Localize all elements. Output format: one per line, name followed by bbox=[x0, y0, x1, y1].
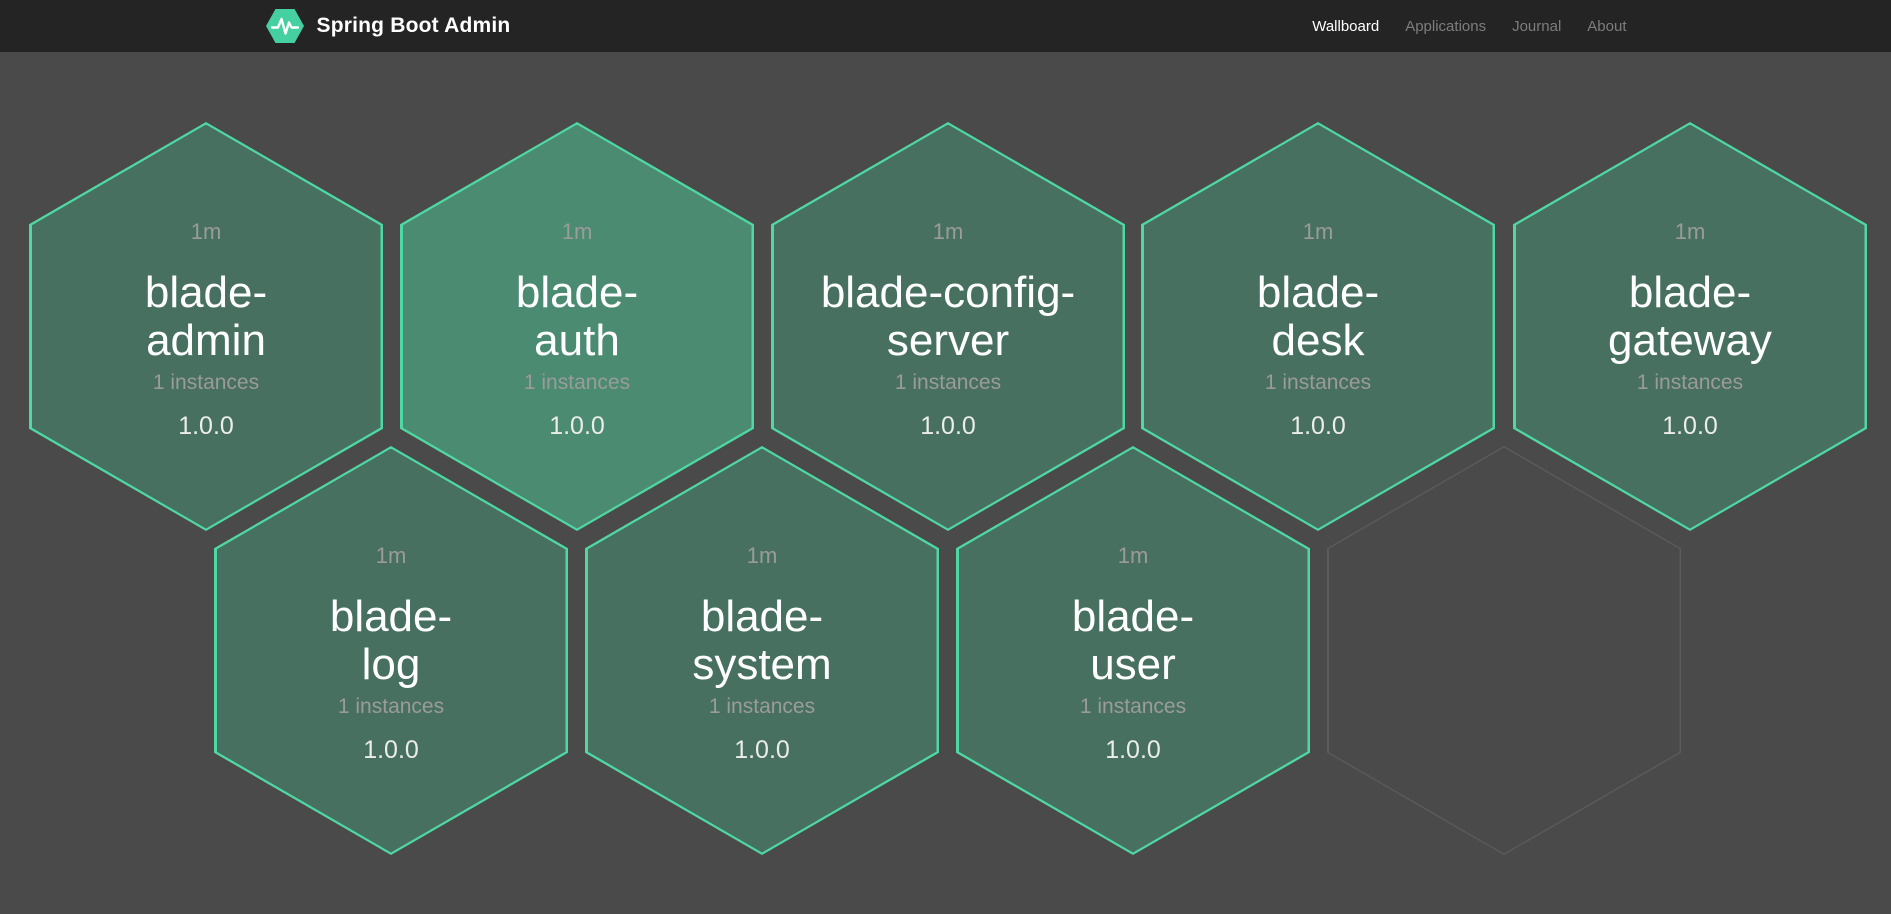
app-hexagon-content: 1m blade-admin 1 instances 1.0.0 bbox=[32, 125, 381, 441]
navbar-container: Spring Boot Admin Wallboard Applications J… bbox=[265, 0, 1627, 52]
app-hexagon-fill: 1m blade-admin 1 instances 1.0.0 bbox=[31, 124, 381, 529]
instances-label: 1 instances bbox=[894, 370, 1002, 394]
app-hexagon-content: 1m blade-auth 1 instances 1.0.0 bbox=[403, 125, 752, 441]
uptime-label: 1m bbox=[1117, 542, 1149, 568]
version-label: 1.0.0 bbox=[178, 411, 234, 440]
pulse-hexagon-icon bbox=[265, 8, 305, 44]
version-label: 1.0.0 bbox=[1105, 735, 1161, 764]
app-name: blade-config-server bbox=[820, 267, 1076, 365]
app-hexagon-blade-admin[interactable]: 1m blade-admin 1 instances 1.0.0 bbox=[29, 122, 383, 531]
instances-label: 1 instances bbox=[708, 694, 816, 718]
app-hexagon-fill: 1m blade-gateway 1 instances 1.0.0 bbox=[1515, 124, 1865, 529]
uptime-label: 1m bbox=[561, 218, 593, 244]
wallboard: 1m blade-admin 1 instances 1.0.0 1m blade-aut… bbox=[0, 52, 1891, 914]
app-hexagon-blade-system[interactable]: 1m blade-system 1 instances 1.0.0 bbox=[585, 446, 939, 855]
app-hexagon-blade-gateway[interactable]: 1m blade-gateway 1 instances 1.0.0 bbox=[1513, 122, 1867, 531]
nav-item-wallboard[interactable]: Wallboard bbox=[1312, 17, 1380, 35]
version-label: 1.0.0 bbox=[1290, 411, 1346, 440]
navbar: Spring Boot Admin Wallboard Applications J… bbox=[0, 0, 1891, 52]
placeholder-hexagon bbox=[1327, 446, 1681, 855]
instances-label: 1 instances bbox=[1079, 694, 1187, 718]
uptime-label: 1m bbox=[746, 542, 778, 568]
uptime-label: 1m bbox=[190, 218, 222, 244]
app-hexagon-content: 1m blade-gateway 1 instances 1.0.0 bbox=[1516, 125, 1865, 441]
app-hexagon-fill: 1m blade-user 1 instances 1.0.0 bbox=[958, 448, 1308, 853]
version-label: 1.0.0 bbox=[1662, 411, 1718, 440]
version-label: 1.0.0 bbox=[920, 411, 976, 440]
app-hexagon-fill: 1m blade-desk 1 instances 1.0.0 bbox=[1143, 124, 1493, 529]
instances-label: 1 instances bbox=[1264, 370, 1372, 394]
instances-label: 1 instances bbox=[523, 370, 631, 394]
placeholder-hexagon-fill bbox=[1328, 447, 1680, 854]
brand-title: Spring Boot Admin bbox=[316, 14, 511, 37]
app-hexagon-blade-config-server[interactable]: 1m blade-config-server 1 instances 1.0.0 bbox=[771, 122, 1125, 531]
nav-item-journal[interactable]: Journal bbox=[1512, 17, 1562, 35]
app-hexagon-content: 1m blade-user 1 instances 1.0.0 bbox=[959, 449, 1308, 765]
uptime-label: 1m bbox=[932, 218, 964, 244]
app-hexagon-fill: 1m blade-config-server 1 instances 1.0.0 bbox=[773, 124, 1123, 529]
app-name: blade-gateway bbox=[1608, 267, 1772, 365]
instances-label: 1 instances bbox=[337, 694, 445, 718]
version-label: 1.0.0 bbox=[363, 735, 419, 764]
uptime-label: 1m bbox=[1674, 218, 1706, 244]
app-hexagon-blade-desk[interactable]: 1m blade-desk 1 instances 1.0.0 bbox=[1141, 122, 1495, 531]
app-name: blade-auth bbox=[515, 267, 639, 365]
nav-links: Wallboard Applications Journal About bbox=[1312, 18, 1626, 35]
instances-label: 1 instances bbox=[1636, 370, 1744, 394]
version-label: 1.0.0 bbox=[734, 735, 790, 764]
app-hexagon-content: 1m blade-log 1 instances 1.0.0 bbox=[217, 449, 566, 765]
app-hexagon-fill: 1m blade-auth 1 instances 1.0.0 bbox=[402, 124, 752, 529]
app-name: blade-system bbox=[692, 591, 832, 689]
app-hexagon-blade-log[interactable]: 1m blade-log 1 instances 1.0.0 bbox=[214, 446, 568, 855]
app-hexagon-blade-user[interactable]: 1m blade-user 1 instances 1.0.0 bbox=[956, 446, 1310, 855]
instances-label: 1 instances bbox=[152, 370, 260, 394]
app-hexagon-content: 1m blade-config-server 1 instances 1.0.0 bbox=[774, 125, 1123, 441]
brand-link[interactable]: Spring Boot Admin bbox=[265, 8, 511, 44]
app-hexagon-blade-auth[interactable]: 1m blade-auth 1 instances 1.0.0 bbox=[400, 122, 754, 531]
version-label: 1.0.0 bbox=[549, 411, 605, 440]
app-name: blade-user bbox=[1071, 591, 1195, 689]
nav-item-about[interactable]: About bbox=[1587, 17, 1627, 35]
uptime-label: 1m bbox=[375, 542, 407, 568]
nav-item-applications[interactable]: Applications bbox=[1405, 17, 1487, 35]
app-name: blade-log bbox=[329, 591, 453, 689]
app-name: blade-desk bbox=[1256, 267, 1380, 365]
uptime-label: 1m bbox=[1302, 218, 1334, 244]
app-hexagon-content: 1m blade-system 1 instances 1.0.0 bbox=[588, 449, 937, 765]
app-hexagon-fill: 1m blade-log 1 instances 1.0.0 bbox=[216, 448, 566, 853]
app-hexagon-content: 1m blade-desk 1 instances 1.0.0 bbox=[1144, 125, 1493, 441]
app-hexagon-fill: 1m blade-system 1 instances 1.0.0 bbox=[587, 448, 937, 853]
app-name: blade-admin bbox=[144, 267, 268, 365]
